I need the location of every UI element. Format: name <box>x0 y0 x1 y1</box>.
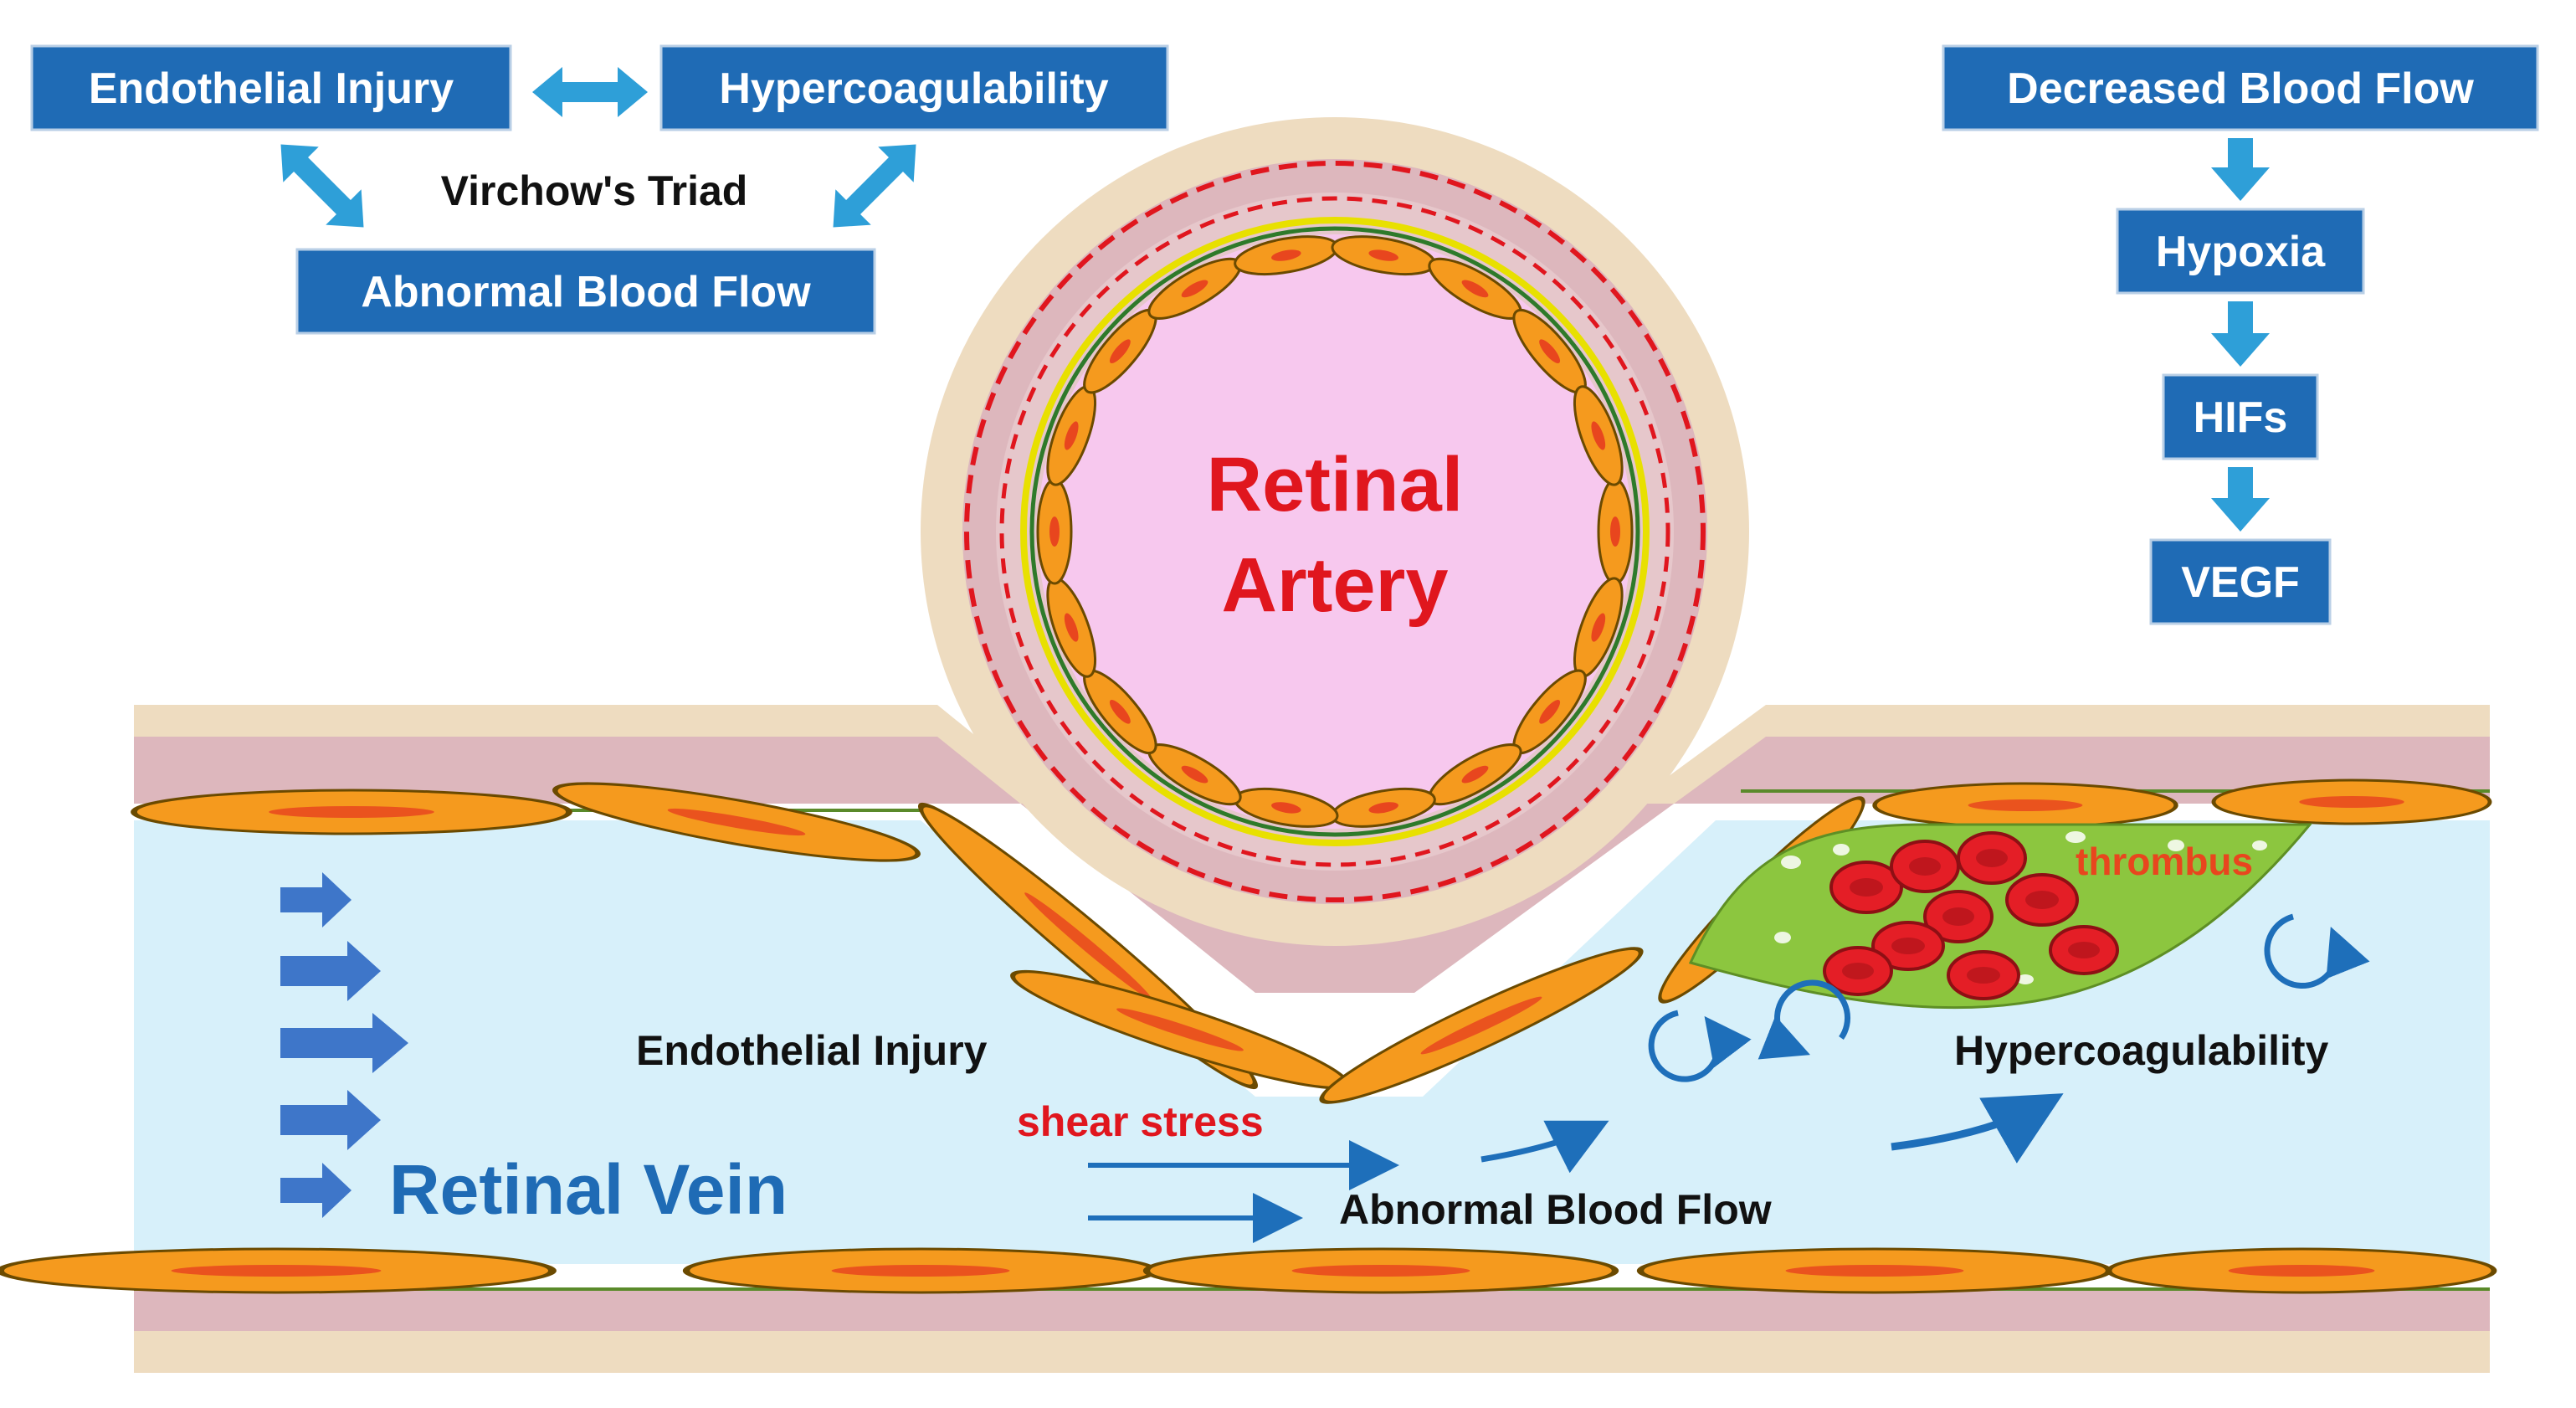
vein-abnormal-blood-flow-label: Abnormal Blood Flow <box>1339 1186 1772 1233</box>
flow-arrow-3 <box>280 1013 408 1073</box>
down-arrow-2 <box>2211 301 2270 367</box>
abnormal-blood-flow-box-label: Abnormal Blood Flow <box>361 268 811 316</box>
artery-external-elastic-lamina <box>964 161 1706 902</box>
decreased-blood-flow-box-label: Decreased Blood Flow <box>2007 64 2474 113</box>
vein-endothelial-injury-label: Endothelial Injury <box>636 1027 988 1074</box>
stream-arrows <box>1088 1093 2064 1243</box>
hypoxia-box-label: Hypoxia <box>2156 228 2326 276</box>
hypoxia-cascade: Decreased Blood Flow Hypoxia HIFs VEGF <box>1942 44 2539 625</box>
double-arrow-right-diagonal <box>833 144 916 228</box>
artery-endothelial-cell <box>1036 478 1073 585</box>
artery-endothelial-cell <box>1597 478 1634 585</box>
thrombus: thrombus <box>1688 823 2313 1010</box>
vegf-box <box>2149 538 2332 625</box>
endothelial-injury-box <box>30 44 512 131</box>
shear-stress-label: shear stress <box>1017 1098 1264 1145</box>
red-blood-cells <box>1823 831 2119 1000</box>
down-arrow-1 <box>2211 138 2270 201</box>
retinal-vein-label: Retinal Vein <box>389 1150 788 1229</box>
turbulence-curls <box>1648 913 2370 1082</box>
vegf-box-label: VEGF <box>2181 558 2300 607</box>
artery-inner-dashed <box>999 196 1670 867</box>
vein-lower-adventitia <box>134 1331 2490 1373</box>
artery-endothelial-cell <box>1331 235 1436 276</box>
turbulence-curl-3 <box>2264 913 2370 989</box>
virchow-triad-title: Virchow's Triad <box>441 167 748 214</box>
turbulence-curl-2 <box>1758 979 1851 1060</box>
retinal-artery: Retinal Artery <box>921 117 1749 946</box>
artery-label-line1: Retinal <box>1207 442 1464 527</box>
virchow-triad: Endothelial Injury Hypercoagulability Ab… <box>30 44 1169 335</box>
hifs-box <box>2162 373 2319 460</box>
hifs-box-label: HIFs <box>2194 393 2288 442</box>
decreased-blood-flow-box <box>1942 44 2539 131</box>
inflow-arrows <box>280 872 408 1218</box>
hypercoagulability-box <box>659 44 1169 131</box>
turbulence-curl-1 <box>1648 1010 1752 1082</box>
flow-arrow-2 <box>280 941 381 1001</box>
artery-lumen <box>1038 234 1632 829</box>
artery-endothelial-cell <box>1573 385 1624 486</box>
platelets <box>1774 831 2267 984</box>
double-arrow-horizontal <box>532 67 648 117</box>
stream-arrow-curve-2 <box>1891 1093 2064 1164</box>
stream-arrow-curve-1 <box>1480 1120 1609 1174</box>
hypercoagulability-box-label: Hypercoagulability <box>719 64 1108 113</box>
vein-hypercoagulability-label: Hypercoagulability <box>1954 1027 2329 1074</box>
hypoxia-box <box>2116 208 2365 295</box>
artery-endothelial-cells <box>1036 235 1634 828</box>
abnormal-blood-flow-box <box>295 248 876 335</box>
flow-arrow-4 <box>280 1090 381 1150</box>
flow-arrow-5 <box>280 1163 352 1218</box>
artery-label-line2: Artery <box>1221 542 1448 628</box>
endothelial-injury-box-label: Endothelial Injury <box>89 64 454 113</box>
flow-arrow-1 <box>280 872 352 928</box>
artery-internal-elastic-lamina <box>1020 217 1650 846</box>
down-arrow-3 <box>2211 467 2270 532</box>
thrombus-label: thrombus <box>2076 840 2253 883</box>
cascade-arrows <box>2211 138 2270 532</box>
artery-endothelial-cell <box>1331 787 1436 828</box>
double-arrow-left-diagonal <box>280 144 364 228</box>
artery-basement <box>1029 226 1640 837</box>
